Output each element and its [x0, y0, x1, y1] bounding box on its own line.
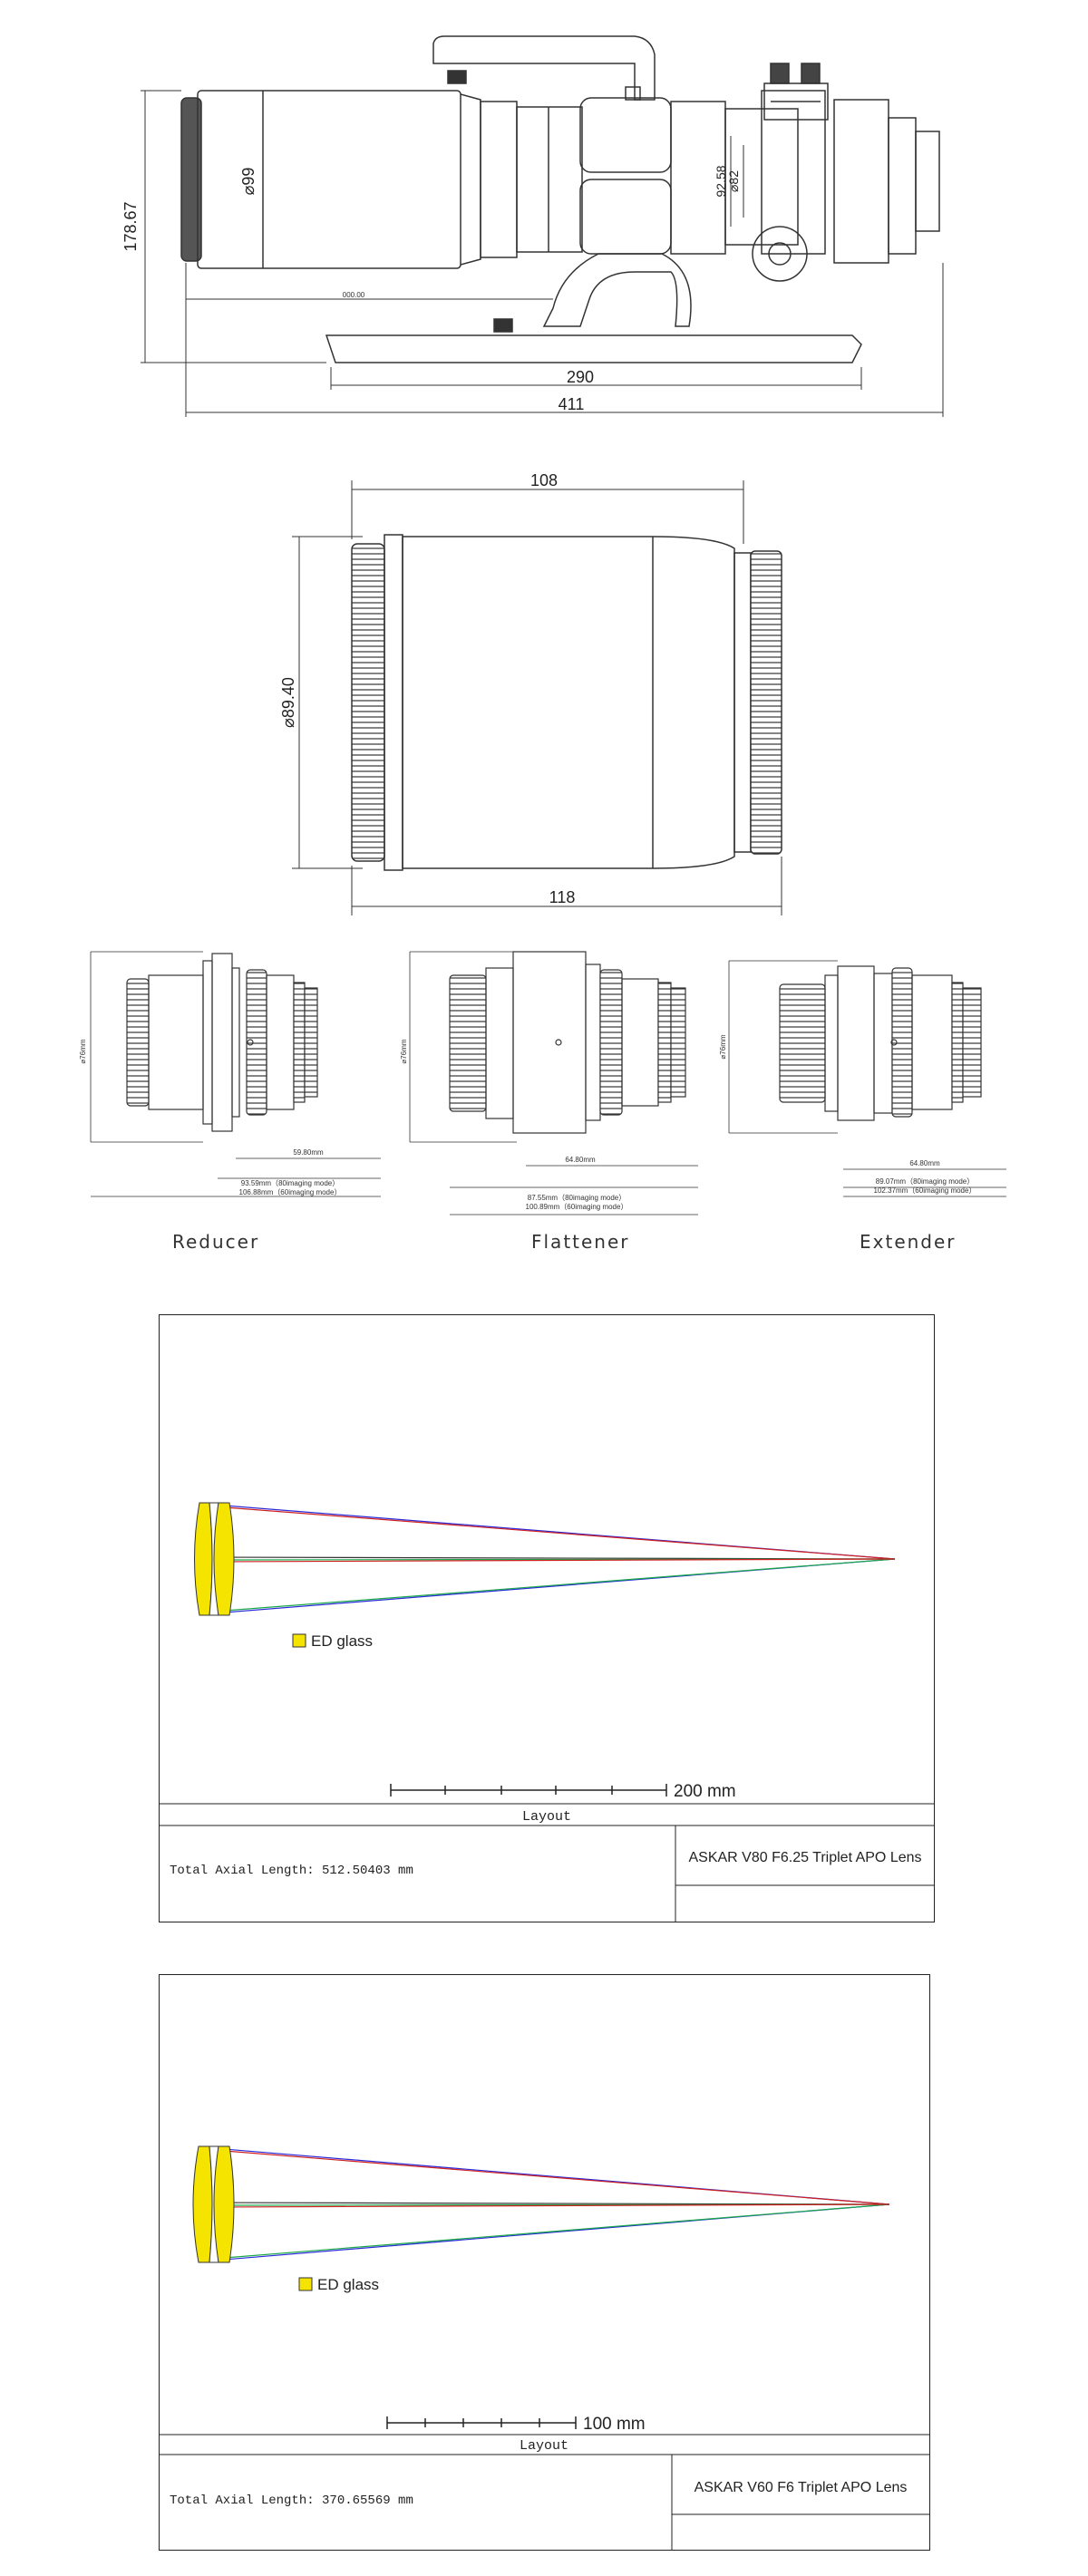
- tube-ring-top: [579, 97, 672, 173]
- reducer-dia: ⌀76mm: [79, 1039, 87, 1063]
- dim-body-len: 108: [530, 471, 558, 489]
- flattener-d1: 64.80mm: [565, 1156, 596, 1164]
- total-axial-length: Total Axial Length: 370.65569 mm: [170, 2494, 413, 2508]
- ed-legend-swatch: [292, 1633, 306, 1648]
- focuser-body: [833, 99, 889, 264]
- ed-legend-swatch: [298, 2277, 313, 2291]
- reducer-d2: 93.59mm（80imaging mode）: [241, 1179, 340, 1187]
- tube-knurl-right: [750, 550, 782, 855]
- extender-d1: 64.80mm: [909, 1159, 940, 1167]
- lens-name: ASKAR V80 F6.25 Triplet APO Lens: [688, 1850, 921, 1865]
- dim-rail: 290: [567, 368, 594, 386]
- scale-label: 100 mm: [583, 2415, 646, 2434]
- lens-name: ASKAR V60 F6 Triplet APO Lens: [695, 2480, 908, 2495]
- layout-panel-v80: ED glass 200 mm Layout Total Axial Lengt…: [159, 1314, 935, 1922]
- layout-panel-v60: ED glass 100 mm Layout Total Axial Lengt…: [159, 1974, 930, 2551]
- extender-d3: 102.37mm（60imaging mode）: [874, 1186, 976, 1195]
- lens-element-3: [213, 2145, 235, 2263]
- tube-ring-bottom: [579, 179, 672, 255]
- extender-dia: ⌀76mm: [719, 1034, 727, 1059]
- flattener-dia: ⌀76mm: [400, 1039, 408, 1063]
- dovetail-bar: [325, 334, 862, 363]
- dim-height: 178.67: [121, 201, 140, 251]
- reducer-d1: 59.80mm: [293, 1148, 324, 1157]
- reducer-d3: 106.88mm（60imaging mode）: [239, 1188, 342, 1196]
- telescope-drawing: 178.67 ⌀99 000.00 290 411 92.58 ⌀82: [121, 35, 944, 417]
- accessories-row: ⌀76mm 59.80mm 93.59mm（80imaging mode） 10…: [0, 943, 1088, 1269]
- extender-label: Extender: [860, 1231, 957, 1253]
- tube-neck: [480, 101, 518, 258]
- carry-handle: [432, 35, 656, 101]
- dim-focuser-2: ⌀82: [726, 170, 741, 192]
- dim-small: 000.00: [343, 291, 365, 299]
- ed-legend-label: ED glass: [311, 1632, 373, 1650]
- reducer-label: Reducer: [172, 1231, 260, 1253]
- focus-knob: [752, 226, 808, 282]
- extender-drawing: ⌀76mm 64.80mm 89.07mm（80imaging mode） 10…: [719, 960, 1006, 1197]
- dim-tube-dia: ⌀99: [239, 168, 257, 196]
- flattener-d3: 100.89mm（60imaging mode）: [526, 1203, 628, 1211]
- layout-title: Layout: [522, 1809, 571, 1825]
- flattener-label: Flattener: [531, 1231, 630, 1253]
- dim-total-len: 118: [549, 888, 576, 906]
- dim-total: 411: [559, 395, 585, 413]
- extender-d2: 89.07mm（80imaging mode）: [876, 1177, 975, 1186]
- tube-knurl-left: [351, 543, 385, 862]
- reducer-drawing: ⌀76mm 59.80mm 93.59mm（80imaging mode） 10…: [79, 951, 381, 1197]
- dew-cap-ring: [180, 97, 202, 262]
- total-axial-length: Total Axial Length: 512.50403 mm: [170, 1864, 413, 1878]
- tube-drawing: 108 118 ⌀89.40: [279, 471, 782, 915]
- scale-label: 200 mm: [674, 1782, 736, 1801]
- dim-tube-dia: ⌀89.40: [279, 677, 297, 728]
- dim-focuser-1: 92.58: [714, 165, 728, 197]
- lens-element-1: [194, 1502, 213, 1616]
- lens-element-1: [192, 2145, 213, 2263]
- flattener-d2: 87.55mm（80imaging mode）: [528, 1194, 627, 1202]
- ed-legend-label: ED glass: [317, 2276, 379, 2293]
- flattener-drawing: ⌀76mm 64.80mm 87.55mm（80imaging mode） 10…: [400, 951, 698, 1215]
- mount-foot: [542, 253, 692, 327]
- dew-shield: [197, 90, 461, 269]
- layout-title: Layout: [520, 2438, 568, 2454]
- lens-element-3: [213, 1502, 235, 1616]
- tube-body: [402, 536, 735, 869]
